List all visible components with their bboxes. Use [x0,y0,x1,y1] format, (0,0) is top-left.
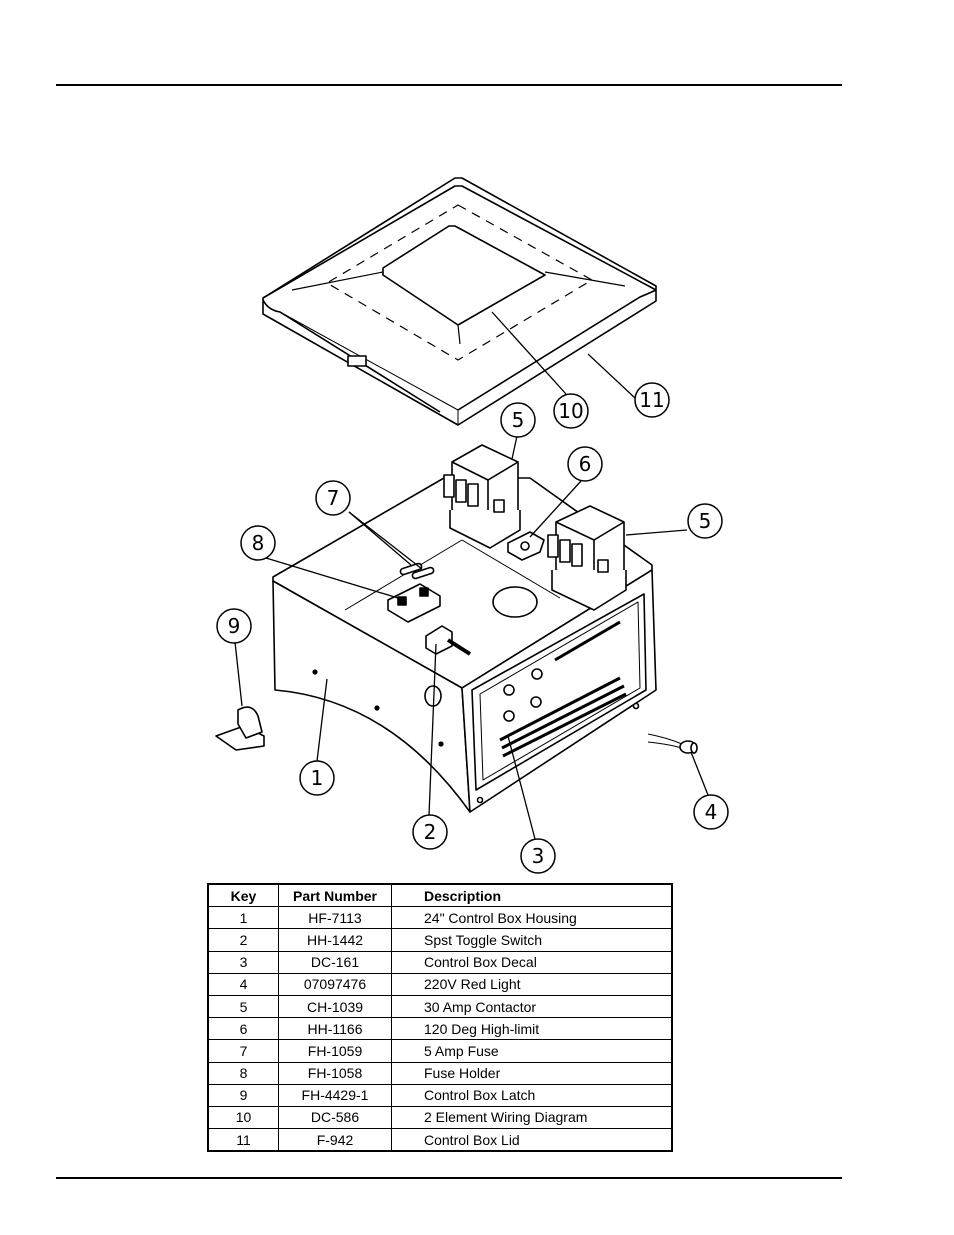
callout-6: 6 [567,446,603,482]
table-row: 8 FH-1058 Fuse Holder [207,1061,673,1085]
row-key: 4 [207,972,279,996]
row-key: 3 [207,950,279,974]
svg-text:11: 11 [639,388,664,412]
fuses [399,562,435,580]
svg-text:6: 6 [579,452,592,476]
callout-3: 3 [520,838,556,874]
row-description: Control Box Lid [391,1128,673,1152]
table-row: 4 07097476 220V Red Light [207,972,673,996]
row-part-number: FH-1058 [278,1061,392,1085]
row-description: 30 Amp Contactor [391,994,673,1019]
callout-1: 1 [299,760,335,796]
control-box-latch [215,706,265,751]
contactor-right [547,505,627,611]
callout-7: 7 [315,480,351,516]
row-part-number: DC-161 [278,950,392,974]
header-key: Key [207,883,279,908]
toggle-switch [425,625,472,656]
table-row: 6 HH-1166 120 Deg High-limit [207,1017,673,1041]
header-rule [56,84,842,86]
row-part-number: FH-4429-1 [278,1083,392,1107]
table-header-row: Key Part Number Description [207,883,673,908]
callout-8: 8 [240,525,276,561]
row-key: 7 [207,1039,279,1063]
row-description: 220V Red Light [391,972,673,996]
parts-list-table: Key Part Number Description 1 HF-7113 24… [207,883,673,1153]
row-key: 6 [207,1017,279,1041]
table-row: 5 CH-1039 30 Amp Contactor [207,994,673,1019]
callout-10: 10 [553,393,589,429]
row-description: 2 Element Wiring Diagram [391,1105,673,1130]
callout-2: 2 [412,814,448,850]
svg-text:5: 5 [699,509,712,533]
row-part-number: CH-1039 [278,994,392,1019]
leader-lines [234,311,709,840]
svg-text:3: 3 [532,844,545,868]
control-box-lid [262,177,657,426]
row-key: 9 [207,1083,279,1107]
svg-text:4: 4 [705,800,718,824]
row-description: Control Box Latch [391,1083,673,1107]
svg-text:7: 7 [327,486,340,510]
high-limit-thermostat [507,531,545,561]
row-key: 11 [207,1128,279,1152]
row-description: 24" Control Box Housing [391,906,673,930]
fuse-holder [387,583,441,623]
row-key: 10 [207,1105,279,1130]
header-part-number: Part Number [278,883,392,908]
row-part-number: HH-1442 [278,928,392,952]
callout-4: 4 [693,794,729,830]
callout-9: 9 [216,608,252,644]
svg-text:5: 5 [512,408,525,432]
row-description: 120 Deg High-limit [391,1017,673,1041]
row-description: Fuse Holder [391,1061,673,1085]
header-description: Description [391,883,673,908]
svg-text:8: 8 [252,531,265,555]
row-part-number: HH-1166 [278,1017,392,1041]
svg-text:1: 1 [311,766,324,790]
contactor-rear [443,444,521,549]
row-part-number: DC-586 [278,1105,392,1130]
row-key: 2 [207,928,279,952]
red-light [647,733,698,754]
callout-5-rear: 5 [500,402,536,438]
row-key: 8 [207,1061,279,1085]
table-row: 11 F-942 Control Box Lid [207,1128,673,1152]
svg-text:10: 10 [558,399,583,423]
exploded-parts-diagram: 1 2 3 4 5 5 6 7 [215,177,729,874]
row-part-number: HF-7113 [278,906,392,930]
footer-rule [56,1177,842,1179]
table-row: 1 HF-7113 24" Control Box Housing [207,906,673,930]
table-row: 10 DC-586 2 Element Wiring Diagram [207,1105,673,1130]
callout-5-right: 5 [687,503,723,539]
svg-text:9: 9 [228,614,241,638]
callout-11: 11 [634,382,670,418]
svg-text:2: 2 [424,820,437,844]
row-description: Spst Toggle Switch [391,928,673,952]
row-part-number: F-942 [278,1128,392,1152]
row-key: 5 [207,994,279,1019]
row-description: 5 Amp Fuse [391,1039,673,1063]
row-key: 1 [207,906,279,930]
row-part-number: FH-1059 [278,1039,392,1063]
row-description: Control Box Decal [391,950,673,974]
table-row: 9 FH-4429-1 Control Box Latch [207,1083,673,1107]
row-part-number: 07097476 [278,972,392,996]
table-row: 2 HH-1442 Spst Toggle Switch [207,928,673,952]
table-row: 3 DC-161 Control Box Decal [207,950,673,974]
table-row: 7 FH-1059 5 Amp Fuse [207,1039,673,1063]
